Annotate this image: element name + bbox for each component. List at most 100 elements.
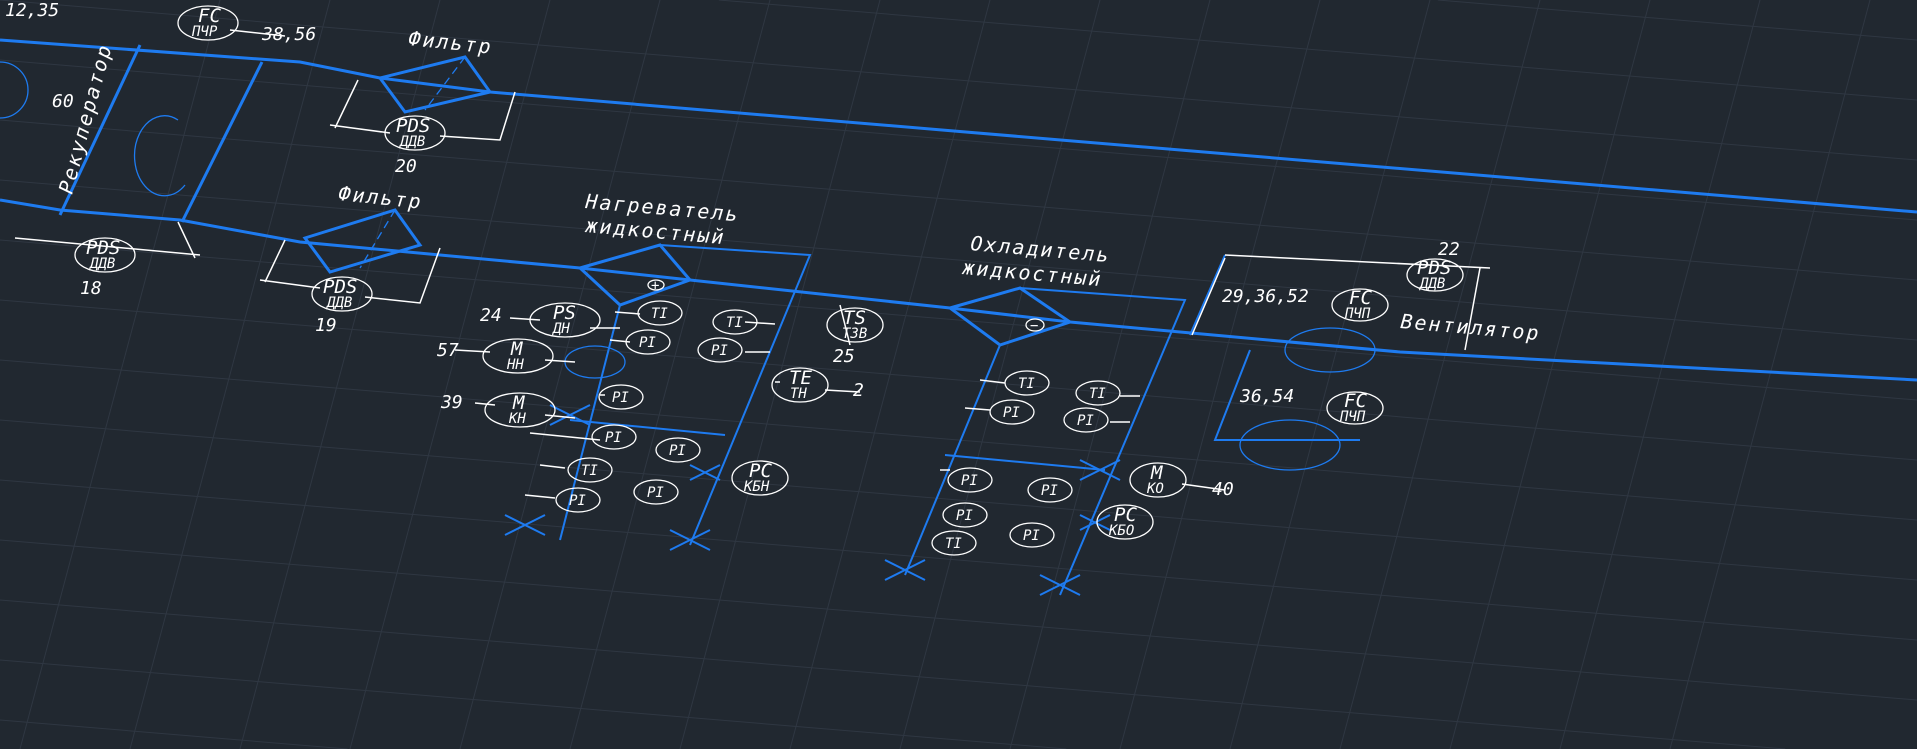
ref-18: 18 xyxy=(80,278,102,299)
grid-line xyxy=(19,0,221,749)
tag-code: FC xyxy=(1344,390,1367,412)
tag-m-ko[interactable]: MКО xyxy=(1129,462,1187,498)
indicator-pi[interactable]: PI xyxy=(655,437,701,463)
indicator-pi[interactable]: PI xyxy=(625,329,671,355)
indicator-pi[interactable]: PI xyxy=(947,467,993,493)
tag-code: M xyxy=(512,392,525,414)
indicator-ti[interactable]: TI xyxy=(1004,370,1050,396)
indicator-ti[interactable]: TI xyxy=(567,457,613,483)
grid-line xyxy=(1339,0,1541,749)
indicator-bubble xyxy=(697,337,743,363)
heater-sign: + xyxy=(651,278,659,294)
indicator-code: TI xyxy=(581,463,598,479)
tag-subcode: ТН xyxy=(790,386,807,402)
grid-line xyxy=(0,299,1917,461)
tag-code: M xyxy=(510,338,523,360)
indicator-code: PI xyxy=(961,473,978,489)
indicator-code: PI xyxy=(605,430,622,446)
indicator-pi[interactable]: PI xyxy=(555,487,601,513)
grid-line xyxy=(0,179,1917,341)
indicator-bubble xyxy=(931,530,977,556)
grid-line xyxy=(0,239,1917,401)
grid-line xyxy=(349,0,551,749)
indicator-bubble xyxy=(625,329,671,355)
ref-39: 39 xyxy=(440,392,463,413)
ref-19: 19 xyxy=(315,315,337,336)
indicator-code: PI xyxy=(639,335,656,351)
indicator-bubble xyxy=(989,399,1035,425)
indicator-bubble xyxy=(947,467,993,493)
ref-25: 25 xyxy=(833,346,855,367)
indicator-pi[interactable]: PI xyxy=(598,384,644,410)
indicators: TI PI TI PI PI PI PI TI PI PI TI PI TI PI PI PI PI PI TI xyxy=(555,300,1121,556)
grid-line xyxy=(569,0,771,749)
indicator-bubble xyxy=(633,479,679,505)
tag-m-kn[interactable]: MКН xyxy=(484,392,556,428)
grid-line xyxy=(0,119,1917,281)
indicator-bubble xyxy=(1027,477,1073,503)
indicator-pi[interactable]: PI xyxy=(1027,477,1073,503)
indicator-pi[interactable]: PI xyxy=(697,337,743,363)
indicator-pi[interactable]: PI xyxy=(942,502,988,528)
indicator-bubble xyxy=(942,502,988,528)
tag-code: PDS xyxy=(1417,257,1451,279)
indicator-pi[interactable]: PI xyxy=(989,399,1035,425)
grid-line xyxy=(0,359,1917,521)
indicator-ti[interactable]: TI xyxy=(712,309,758,335)
ref-2: 2 xyxy=(853,380,864,401)
tag-code: TE xyxy=(789,367,812,389)
indicator-code: PI xyxy=(1003,405,1020,421)
indicator-bubble xyxy=(555,487,601,513)
grid-line xyxy=(1437,0,1917,41)
grid-line xyxy=(0,479,1917,641)
indicator-ti[interactable]: TI xyxy=(931,530,977,556)
ref-20: 20 xyxy=(395,156,417,177)
indicator-code: PI xyxy=(1077,413,1094,429)
indicator-pi[interactable]: PI xyxy=(1063,407,1109,433)
indicator-bubble xyxy=(655,437,701,463)
grid-line xyxy=(718,0,1917,101)
tag-m-nn[interactable]: MНН xyxy=(482,338,554,374)
indicator-pi[interactable]: PI xyxy=(1009,522,1055,548)
grid-line xyxy=(0,719,348,749)
fan-label: Вентилятор xyxy=(1400,309,1542,345)
indicator-code: TI xyxy=(651,306,668,322)
ref-22: 22 xyxy=(1438,239,1460,260)
pipes xyxy=(504,244,1376,596)
tag-subcode: ДДВ xyxy=(89,256,115,272)
indicator-bubble xyxy=(1009,522,1055,548)
grid-line xyxy=(899,0,1101,749)
indicator-code: PI xyxy=(1041,483,1058,499)
grid-line xyxy=(239,0,441,749)
indicator-code: PI xyxy=(612,390,629,406)
tag-subcode: КБН xyxy=(743,479,770,495)
indicator-pi[interactable]: PI xyxy=(591,424,637,450)
ducts xyxy=(0,38,1917,382)
tag-subcode: ПЧП xyxy=(1339,409,1366,425)
indicator-bubble xyxy=(637,300,683,326)
indicator-ti[interactable]: TI xyxy=(637,300,683,326)
indicator-code: TI xyxy=(945,536,962,552)
tag-code: FC xyxy=(198,5,221,27)
indicator-code: TI xyxy=(726,315,743,331)
indicator-ti[interactable]: TI xyxy=(1075,380,1121,406)
labels: Рекуператор Фильтр Фильтр Нагреватель жи… xyxy=(54,26,1542,345)
grid-line xyxy=(0,659,1067,749)
indicator-pi[interactable]: PI xyxy=(633,479,679,505)
tag-subcode: ПЧП xyxy=(1344,306,1371,322)
